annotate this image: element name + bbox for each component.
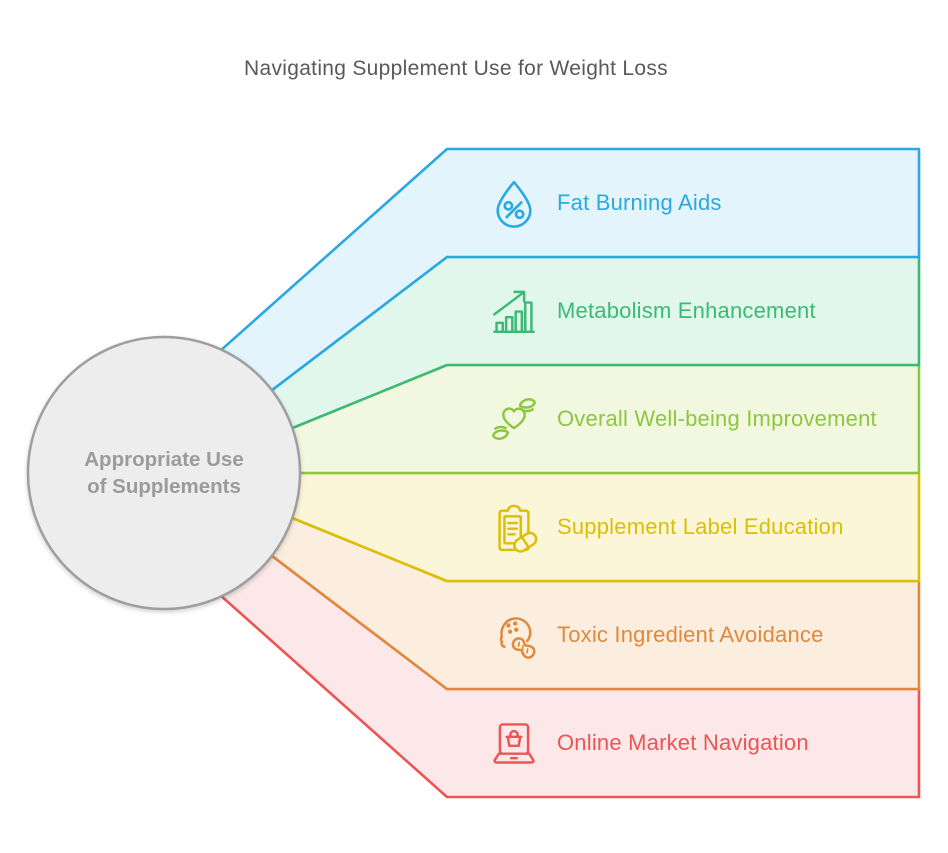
band-label: Metabolism Enhancement <box>557 298 816 323</box>
center-label-line1: Appropriate Use <box>84 448 244 471</box>
band-label: Online Market Navigation <box>557 730 809 755</box>
band-row-fat-burning: Fat Burning Aids <box>487 176 722 230</box>
band-row-toxic-ingredient: Toxic Ingredient Avoidance <box>487 608 824 662</box>
center-label-line2: of Supplements <box>87 475 241 498</box>
band-label: Overall Well-being Improvement <box>557 406 877 431</box>
band-row-online-market: Online Market Navigation <box>487 716 809 770</box>
laptop-basket-icon <box>487 716 541 770</box>
band-label: Fat Burning Aids <box>557 190 722 215</box>
page-title: Navigating Supplement Use for Weight Los… <box>244 57 668 80</box>
clipboard-pill-icon <box>487 500 541 554</box>
band-label: Supplement Label Education <box>557 514 844 539</box>
growth-chart-icon <box>487 284 541 338</box>
band-label: Toxic Ingredient Avoidance <box>557 622 824 647</box>
droplet-percent-icon <box>487 176 541 230</box>
center-circle <box>26 335 302 611</box>
band-row-wellbeing: Overall Well-being Improvement <box>487 392 877 446</box>
band-row-label-education: Supplement Label Education <box>487 500 844 554</box>
hands-heart-icon <box>487 392 541 446</box>
allergen-peanut-icon <box>487 608 541 662</box>
center-label: Appropriate Use of Supplements <box>14 446 314 500</box>
band-row-metabolism: Metabolism Enhancement <box>487 284 816 338</box>
